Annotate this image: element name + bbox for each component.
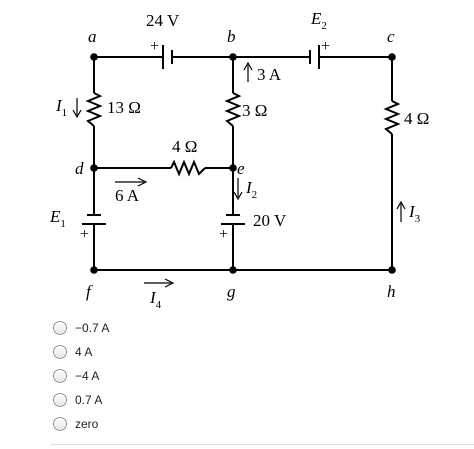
node-f-dot — [90, 266, 98, 274]
choice-label: 4 A — [75, 345, 93, 359]
answer-choices: −0.7 A 4 A −4 A 0.7 A zero — [50, 316, 470, 436]
label-i4: I4 — [149, 288, 162, 311]
battery-e2: + — [309, 38, 330, 69]
label-4-ohm-middle: 4 Ω — [172, 137, 197, 156]
node-label-b: b — [227, 27, 236, 46]
radio-button[interactable] — [53, 369, 67, 383]
choice-option[interactable]: 4 A — [50, 340, 470, 364]
choice-label: 0.7 A — [75, 393, 103, 407]
battery-e2-plus: + — [321, 38, 330, 55]
label-13-ohm: 13 Ω — [107, 98, 141, 117]
radio-button[interactable] — [53, 393, 67, 407]
node-label-h: h — [387, 282, 396, 301]
resistor-4-ohm-right — [383, 100, 401, 135]
node-label-d: d — [75, 159, 84, 178]
battery-24v-plus: + — [150, 38, 159, 55]
label-4-ohm-right: 4 Ω — [404, 109, 429, 128]
choice-label: −0.7 A — [75, 321, 110, 335]
choice-label: zero — [75, 417, 99, 431]
divider — [50, 444, 474, 445]
arrow-6a — [115, 177, 148, 187]
arrow-i4 — [144, 278, 175, 288]
radio-button[interactable] — [53, 345, 67, 359]
node-g-dot — [229, 266, 237, 274]
choice-option[interactable]: 0.7 A — [50, 388, 470, 412]
resistor-13-ohm — [85, 92, 103, 127]
arrow-3a — [243, 61, 253, 82]
battery-e1-plus: + — [80, 226, 89, 243]
resistor-4-ohm-middle — [170, 159, 206, 177]
label-i3: I3 — [408, 202, 421, 225]
label-i1: I1 — [55, 96, 67, 119]
label-6a: 6 A — [115, 186, 140, 205]
arrow-i2 — [233, 178, 243, 201]
choice-option[interactable]: −0.7 A — [50, 316, 470, 340]
junction-dots — [90, 53, 396, 274]
battery-e1: + — [80, 214, 106, 243]
label-e1: E1 — [49, 207, 66, 230]
node-a-dot — [90, 53, 98, 61]
label-i2: I2 — [245, 178, 257, 201]
node-b-dot — [229, 53, 237, 61]
node-label-a: a — [88, 27, 97, 46]
label-3-ohm: 3 Ω — [242, 101, 267, 120]
node-label-e: e — [237, 159, 245, 178]
choice-option[interactable]: zero — [50, 412, 470, 436]
label-20v: 20 V — [253, 211, 287, 230]
node-label-c: c — [387, 27, 395, 46]
circuit-diagram: + + + + — [49, 9, 429, 311]
choice-option[interactable]: −4 A — [50, 364, 470, 388]
battery-20v: + — [219, 214, 245, 243]
node-h-dot — [388, 266, 396, 274]
label-e2: E2 — [310, 9, 327, 32]
choice-label: −4 A — [75, 369, 100, 383]
node-label-f: f — [86, 282, 93, 301]
label-24v: 24 V — [146, 11, 180, 30]
node-label-g: g — [227, 282, 236, 301]
resistor-3-ohm — [224, 92, 242, 127]
radio-button[interactable] — [53, 417, 67, 431]
label-3a: 3 A — [257, 65, 282, 84]
node-e-dot — [229, 164, 237, 172]
arrow-i1 — [72, 98, 82, 119]
node-d-dot — [90, 164, 98, 172]
battery-20v-plus: + — [219, 226, 228, 243]
battery-24v: + — [150, 38, 173, 69]
arrow-i3 — [396, 200, 406, 222]
node-c-dot — [388, 53, 396, 61]
radio-button[interactable] — [53, 321, 67, 335]
